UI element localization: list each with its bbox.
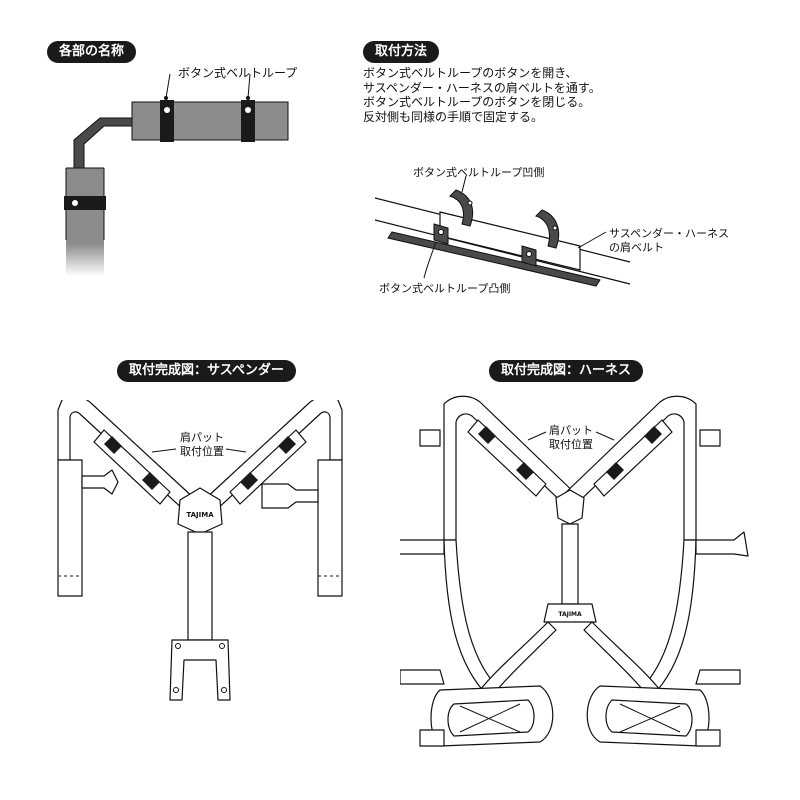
suspender-heading: 取付完成図：サスペンダー bbox=[117, 360, 296, 382]
part-names-diagram bbox=[64, 73, 289, 276]
pad-vertical bbox=[66, 168, 104, 276]
part-names-heading: 各部の名称 bbox=[47, 41, 137, 63]
harness-heading: 取付完成図：ハーネス bbox=[489, 360, 644, 382]
instruction-line: サスペンダー・ハーネスの肩ベルトを通す。 bbox=[363, 80, 601, 95]
instruction-line: ボタン式ベルトループのボタンを閉じる。 bbox=[363, 95, 591, 109]
belt-loop-label: ボタン式ベルトループ bbox=[178, 66, 298, 80]
instruction-line: ボタン式ベルトループのボタンを開き、 bbox=[363, 66, 578, 80]
harness-pad-label-1: 肩パット bbox=[549, 424, 593, 437]
suspender-diagram: TAJIMA bbox=[57, 400, 343, 701]
instruction-line: 反対側も同様の手順で固定する。 bbox=[363, 109, 544, 124]
attach-method-heading: 取付方法 bbox=[363, 41, 440, 63]
harness-pad-label-2: 取付位置 bbox=[549, 438, 593, 451]
suspender-pad-label-1: 肩パット bbox=[180, 431, 224, 444]
harness-brand: TAJIMA bbox=[558, 611, 582, 618]
attach-method-instructions: ボタン式ベルトループのボタンを開き、 サスペンダー・ハーネスの肩ベルトを通す。 … bbox=[363, 66, 601, 124]
attach-method-diagram bbox=[374, 175, 631, 287]
harness-diagram: TAJIMA bbox=[400, 395, 749, 747]
suspender-brand: TAJIMA bbox=[186, 511, 214, 519]
shoulder-belt-label-2: の肩ベルト bbox=[609, 241, 664, 254]
suspender-pad-label-2: 取付位置 bbox=[180, 445, 224, 458]
concave-loop-label: ボタン式ベルトループ凹側 bbox=[413, 166, 545, 179]
pad-horizontal bbox=[131, 101, 289, 141]
shoulder-belt-label-1: サスペンダー・ハーネス bbox=[609, 227, 730, 240]
convex-loop-label: ボタン式ベルトループ凸側 bbox=[379, 282, 511, 295]
